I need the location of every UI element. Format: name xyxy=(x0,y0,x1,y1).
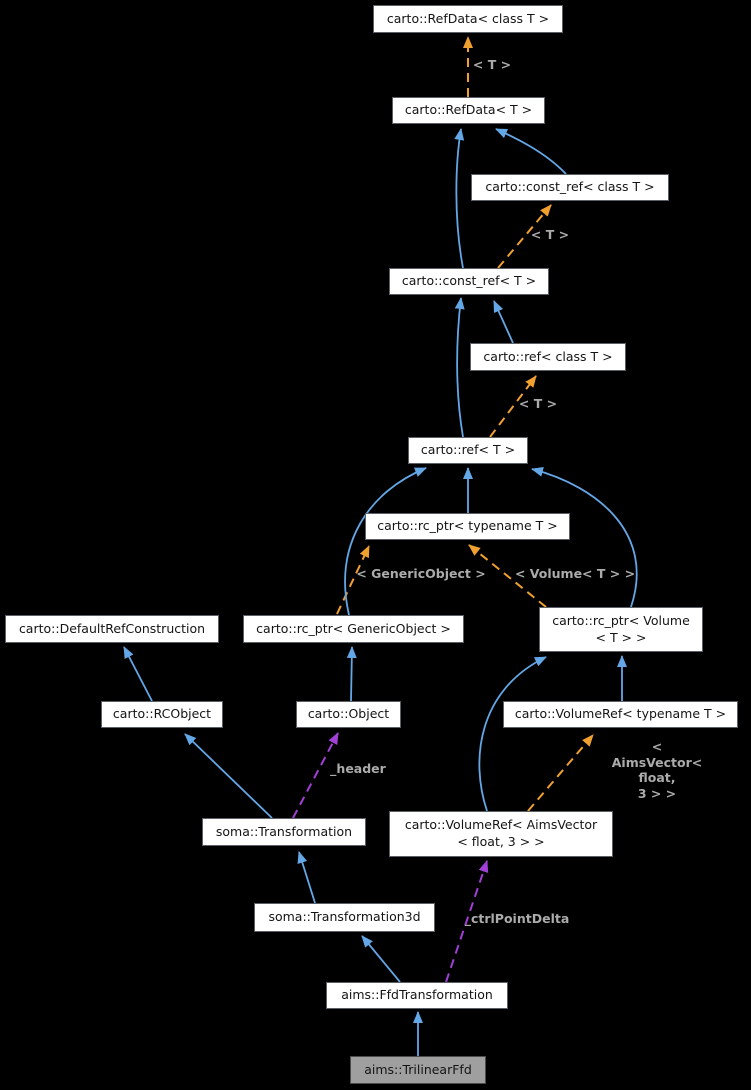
edge-use-ffdtransformation-to-volumeref-aimsvector xyxy=(445,860,489,983)
edge-label-tmpl-volume: < Volume< T > > xyxy=(514,566,636,582)
edge-use-transformation-to-object xyxy=(292,732,339,819)
node-carto-rc-ptr-genericobject[interactable]: carto::rc_ptr< GenericObject > xyxy=(243,615,464,643)
node-carto-rcobject[interactable]: carto::RCObject xyxy=(101,701,223,728)
edge-inh-ref-class-to-constref-t xyxy=(493,300,514,344)
node-carto-volumeref-aimsvector-float-3[interactable]: carto::VolumeRef< AimsVector < float, 3 … xyxy=(389,811,613,857)
node-carto-volumeref-typename-t[interactable]: carto::VolumeRef< typename T > xyxy=(503,701,738,728)
edge-label-tmpl-genericobject: < GenericObject > xyxy=(356,566,486,582)
node-carto-object[interactable]: carto::Object xyxy=(296,701,401,728)
edge-label-member-header: _header xyxy=(330,761,386,777)
edge-inh-rcptr-genericobject-to-ref-t xyxy=(344,467,427,616)
edge-inh-ref-t-to-constref-t xyxy=(454,297,465,438)
edge-tpl-rcptr-volume-to-rcptr-typename xyxy=(468,544,547,608)
edge-inh-volumeref-aimsvector-to-rcptr-volume xyxy=(478,656,547,812)
node-carto-rc-ptr-volume-t[interactable]: carto::rc_ptr< Volume < T > > xyxy=(539,607,703,652)
edge-inh-ffdtransformation-to-transformation3d xyxy=(361,935,401,983)
edge-inh-object-to-rcptr-genericobject xyxy=(346,646,357,702)
edge-label-tmpl-constref: < T > xyxy=(530,227,570,243)
edge-label-member-ctrlpointdelta: _ctrlPointDelta xyxy=(464,911,570,927)
node-carto-refdata-t[interactable]: carto::RefData< T > xyxy=(392,97,545,124)
edge-inh-rcptr-volume-to-ref-t xyxy=(531,466,638,608)
node-carto-ref-class-t[interactable]: carto::ref< class T > xyxy=(470,343,626,371)
edge-tpl-volumeref-aimsvector-to-volumeref-typename xyxy=(527,734,594,812)
edge-tpl-constref-t-to-constref-class xyxy=(497,204,552,269)
edge-tpl-rcptr-genericobject-to-rcptr-typename xyxy=(336,545,370,615)
node-aims-trilinearffd: aims::TrilinearFfd xyxy=(350,1056,486,1084)
node-carto-rc-ptr-typename-t[interactable]: carto::rc_ptr< typename T > xyxy=(365,513,570,540)
edge-inh-transformation-to-rcobject xyxy=(184,733,273,819)
node-carto-refdata-class-t[interactable]: carto::RefData< class T > xyxy=(373,5,563,33)
node-soma-transformation3d[interactable]: soma::Transformation3d xyxy=(254,903,435,932)
edge-tpl-ref-t-to-ref-class xyxy=(489,375,537,438)
edge-inh-transformation3d-to-transformation xyxy=(297,851,316,904)
node-aims-ffdtransformation[interactable]: aims::FfdTransformation xyxy=(326,982,508,1009)
edge-inh-constref-t-to-refdata-t xyxy=(454,128,465,269)
node-carto-const-ref-t[interactable]: carto::const_ref< T > xyxy=(389,268,549,295)
node-carto-ref-t[interactable]: carto::ref< T > xyxy=(408,437,528,464)
edge-inh-rcobject-to-defaultrefconstruction xyxy=(123,646,153,702)
edge-label-tmpl-refdata: < T > xyxy=(472,57,512,73)
edge-label-tmpl-aimsvector: < AimsVector< float, 3 > > xyxy=(611,738,703,801)
node-carto-defaultrefconstruction[interactable]: carto::DefaultRefConstruction xyxy=(5,615,219,643)
edge-label-tmpl-ref: < T > xyxy=(518,396,558,412)
node-carto-const-ref-class-t[interactable]: carto::const_ref< class T > xyxy=(471,174,669,201)
node-soma-transformation[interactable]: soma::Transformation xyxy=(202,818,366,846)
edge-inh-constref-class-to-refdata-t xyxy=(495,128,567,175)
